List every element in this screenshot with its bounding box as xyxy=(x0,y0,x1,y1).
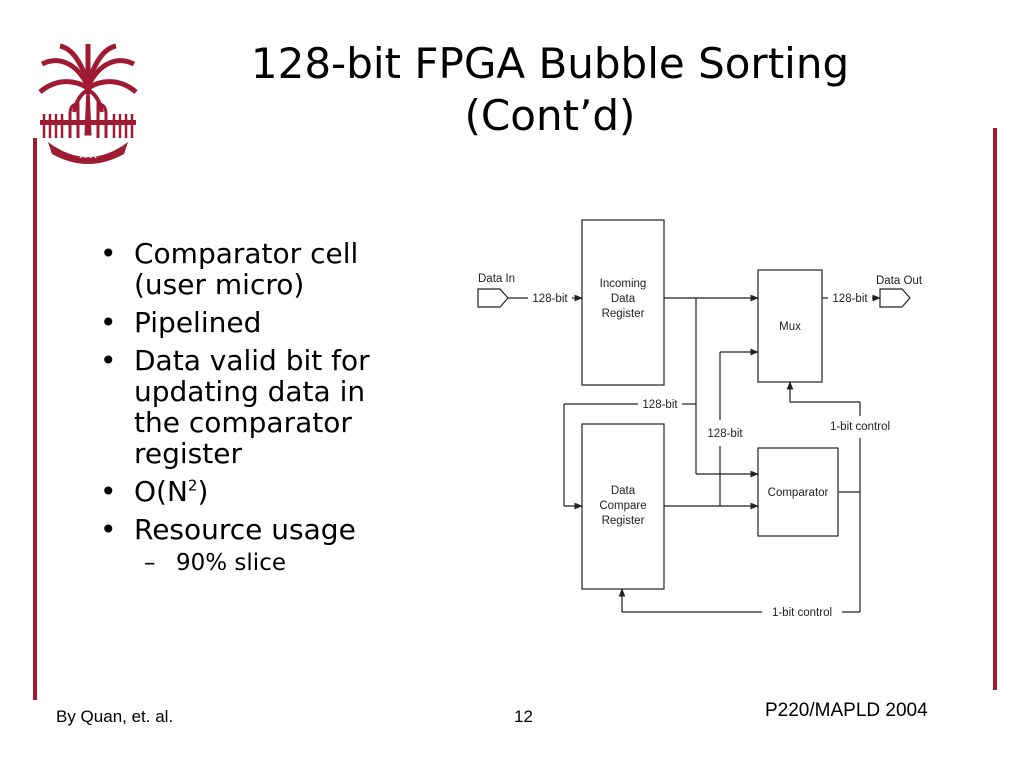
bullet-resource-usage: Resource usage 90% slice xyxy=(96,514,436,577)
bullet-complexity: O(N2) xyxy=(96,476,436,507)
svg-text:1801: 1801 xyxy=(78,150,98,161)
footer-page-number: 12 xyxy=(514,707,533,726)
bullet-text: Comparator cell xyxy=(134,237,359,270)
footer-author: By Quan, et. al. xyxy=(56,707,174,726)
register-control-label: 1-bit control xyxy=(772,607,832,619)
bullet-text: O(N xyxy=(134,475,188,508)
data-out-label: Data Out xyxy=(876,275,923,287)
compare-width-label: 128-bit xyxy=(707,428,743,440)
slide-title: 128-bit FPGA Bubble Sorting (Cont’d) xyxy=(170,38,930,142)
title-line-1: 128-bit FPGA Bubble Sorting xyxy=(250,39,850,88)
footer-conference: P220/MAPLD 2004 xyxy=(765,700,928,721)
incoming-label-1: Incoming xyxy=(600,278,647,290)
bullet-text: updating data in xyxy=(134,375,366,408)
bullet-text: ) xyxy=(197,475,209,508)
incoming-label-2: Data xyxy=(611,293,636,305)
data-in-label: Data In xyxy=(478,273,515,285)
bullet-list: Comparator cell (user micro) Pipelined D… xyxy=(96,238,436,584)
data-in-port xyxy=(477,288,509,308)
palmetto-logo-icon: 1801 xyxy=(38,43,138,164)
bullet-data-valid-bit: Data valid bit for updating data in the … xyxy=(96,345,436,469)
compare-label-2: Compare xyxy=(599,500,646,512)
mux-control-label: 1-bit control xyxy=(830,421,890,433)
exponent: 2 xyxy=(187,476,198,495)
mux-label: Mux xyxy=(779,321,801,333)
compare-label-3: Register xyxy=(602,515,645,527)
comparator-label: Comparator xyxy=(768,487,829,499)
bullet-text: the comparator xyxy=(134,406,352,439)
incoming-register-block xyxy=(581,219,665,386)
bullet-text: (user micro) xyxy=(134,268,305,301)
title-line-2: (Cont’d) xyxy=(464,91,636,140)
bullet-text: Pipelined xyxy=(134,306,262,339)
bullet-pipelined: Pipelined xyxy=(96,307,436,338)
bullet-comparator-cell: Comparator cell (user micro) xyxy=(96,238,436,300)
sub-bullet-list: 90% slice xyxy=(134,549,436,577)
incoming-label-3: Register xyxy=(602,308,645,320)
bullet-text: Data valid bit for xyxy=(134,344,370,377)
data-out-port xyxy=(879,288,911,308)
sub-bullet-slice: 90% slice xyxy=(134,549,436,577)
left-accent-bar xyxy=(33,138,37,700)
in-width-label: 128-bit xyxy=(532,293,568,305)
out-width-label: 128-bit xyxy=(832,293,868,305)
bullet-text: Resource usage xyxy=(134,513,356,546)
compare-label-1: Data xyxy=(611,485,636,497)
bullet-text: register xyxy=(134,437,242,470)
block-diagram: Data In Data Out 128-bit 128-bit Incomin… xyxy=(477,219,923,619)
feedback-width-label: 128-bit xyxy=(642,399,678,411)
right-accent-bar xyxy=(993,128,997,690)
